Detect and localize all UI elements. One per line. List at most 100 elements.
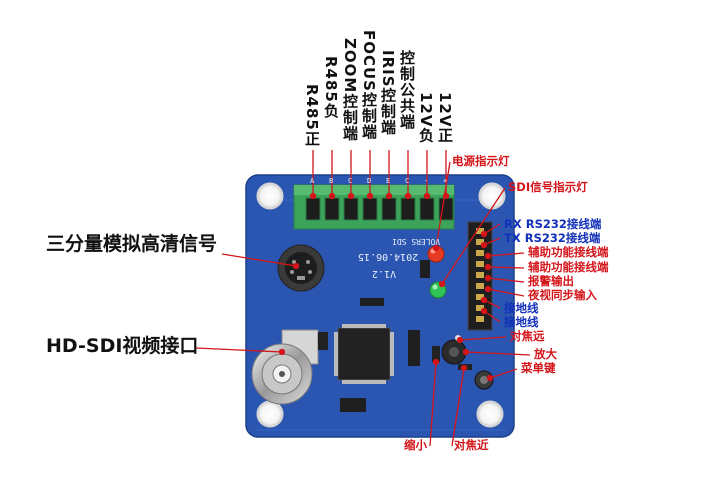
header-pin [476,250,484,256]
callout-dot [385,192,393,200]
terminal-mark: B [329,177,334,185]
callout-dot [484,252,492,260]
silk-version: V1.2 [372,268,397,279]
callout-dot [480,296,488,304]
callout-line [487,288,525,297]
main-chip [334,324,394,384]
label-alarm: 报警输出 [528,274,574,288]
callout-line [195,347,283,353]
header-pin [476,305,484,311]
callout-line [451,367,465,447]
header-pin [476,283,484,289]
callout-dot [460,364,468,372]
callout-dot [486,374,494,382]
callout-dot [347,192,355,200]
callout-dot [278,348,286,356]
callout-dot [480,307,488,315]
callout-line [483,310,501,323]
callout-dot [423,192,431,200]
terminal-mark: + [443,177,448,185]
header-pin [476,272,484,278]
terminal-mark: E [386,177,391,185]
callout-line [487,266,525,269]
callout-dot [456,336,464,344]
terminal-mark: D [367,177,372,185]
terminal-screw [419,197,435,221]
callout-line [429,361,437,447]
terminal-screw [324,197,340,221]
label-focus-far: 对焦远 [510,329,545,343]
terminal-mark: A [310,177,315,185]
callout-dot [366,192,374,200]
label-rx: RX RS232接线端 [504,217,602,231]
label-tx: TX RS232接线端 [504,231,601,245]
top-label-4: IRIS控制端 [379,50,397,136]
callout-dot [484,274,492,282]
label-analog-signal: 三分量模拟高清信号 [46,233,218,255]
mount-hole-br [476,400,504,428]
terminal-mark: C [348,177,353,185]
terminal-screw [343,197,359,221]
callout-line [459,336,507,341]
top-label-5: 控制公共端 [398,50,416,130]
label-hd-sdi: HD-SDI视频接口 [46,335,199,357]
callout-dot [480,230,488,238]
callout-dot [462,348,470,356]
header-pin [476,239,484,245]
bnc-connector [251,329,319,405]
callout-dot [432,358,440,366]
callout-dot [328,192,336,200]
mount-hole-tl [256,182,284,210]
callout-line [221,253,297,267]
terminal-mark: - [424,177,429,185]
top-label-3: FOCUS控制端 [360,30,378,140]
callout-dot [438,280,446,288]
terminal-block [293,184,455,230]
header-pin [476,294,484,300]
mini-din-connector [277,244,325,292]
header-pin [476,261,484,267]
header-pin [476,228,484,234]
terminal-screw [305,197,321,221]
callout-dot [480,241,488,249]
top-label-2: ZOOM控制端 [341,38,359,142]
callout-line [435,161,451,249]
terminal-screw [381,197,397,221]
top-label-7: 12V正 [436,92,454,144]
silk-brand: VOLERS SDI [392,237,441,246]
callout-dot [404,192,412,200]
callout-line [441,187,506,285]
label-zoom-in: 放大 [534,347,557,361]
callout-dot [292,262,300,270]
callout-line [489,368,518,379]
label-night-sync: 夜视同步输入 [528,288,597,302]
header-pin [476,316,484,322]
top-label-6: 12V负 [417,92,435,144]
label-sdi-led: SDI信号指示灯 [508,180,588,194]
mount-hole-tr [478,182,506,210]
callout-dot [309,192,317,200]
callout-line [487,252,525,257]
top-label-1: R485负 [322,56,340,119]
label-aux1: 辅助功能接线端 [528,245,609,259]
top-label-0: R485正 [303,84,321,147]
terminal-screw [362,197,378,221]
label-menu: 菜单键 [521,361,556,375]
callout-dot [484,285,492,293]
callout-dot [432,244,440,252]
silk-date: 2014.06.15 [358,251,419,262]
label-gnd2: 接地线 [504,315,539,329]
terminal-mark: C [405,177,410,185]
callout-line [465,351,531,356]
label-power-led: 电源指示灯 [452,154,510,168]
label-zoom-out: 缩小 [404,438,427,452]
label-focus-near: 对焦近 [454,438,489,452]
terminal-screw [400,197,416,221]
label-aux2: 辅助功能接线端 [528,260,609,274]
label-gnd1: 接地线 [504,301,539,315]
callout-line [487,277,525,283]
callout-dot [484,263,492,271]
mount-hole-bl [256,400,284,428]
